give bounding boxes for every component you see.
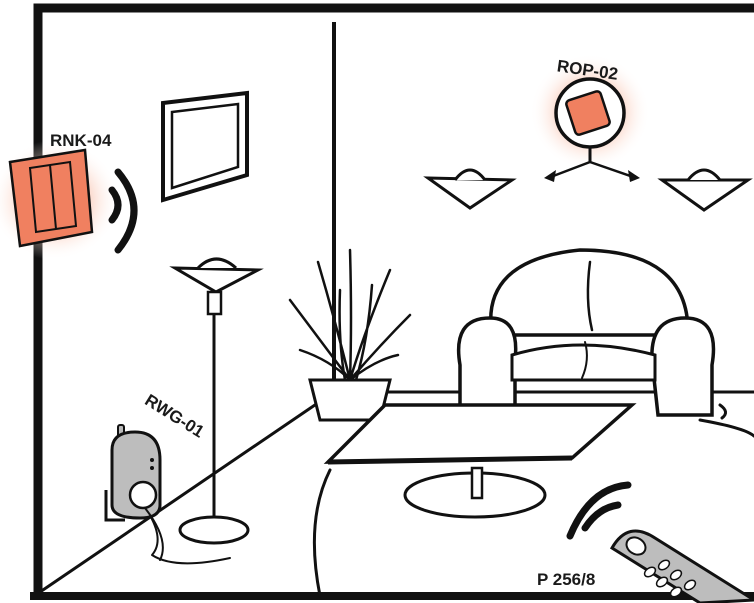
picture-frame <box>163 93 247 200</box>
ceiling-lights: ROP-02 <box>428 54 748 210</box>
remote-label: P 256/8 <box>537 570 595 589</box>
rnk-label: RNK-04 <box>50 131 112 150</box>
rwg-label: RWG-01 <box>142 391 208 442</box>
potted-plant <box>290 250 410 420</box>
remote-control: P 256/8 <box>537 485 754 603</box>
rnk-04-switch: RNK-04 <box>0 131 134 260</box>
